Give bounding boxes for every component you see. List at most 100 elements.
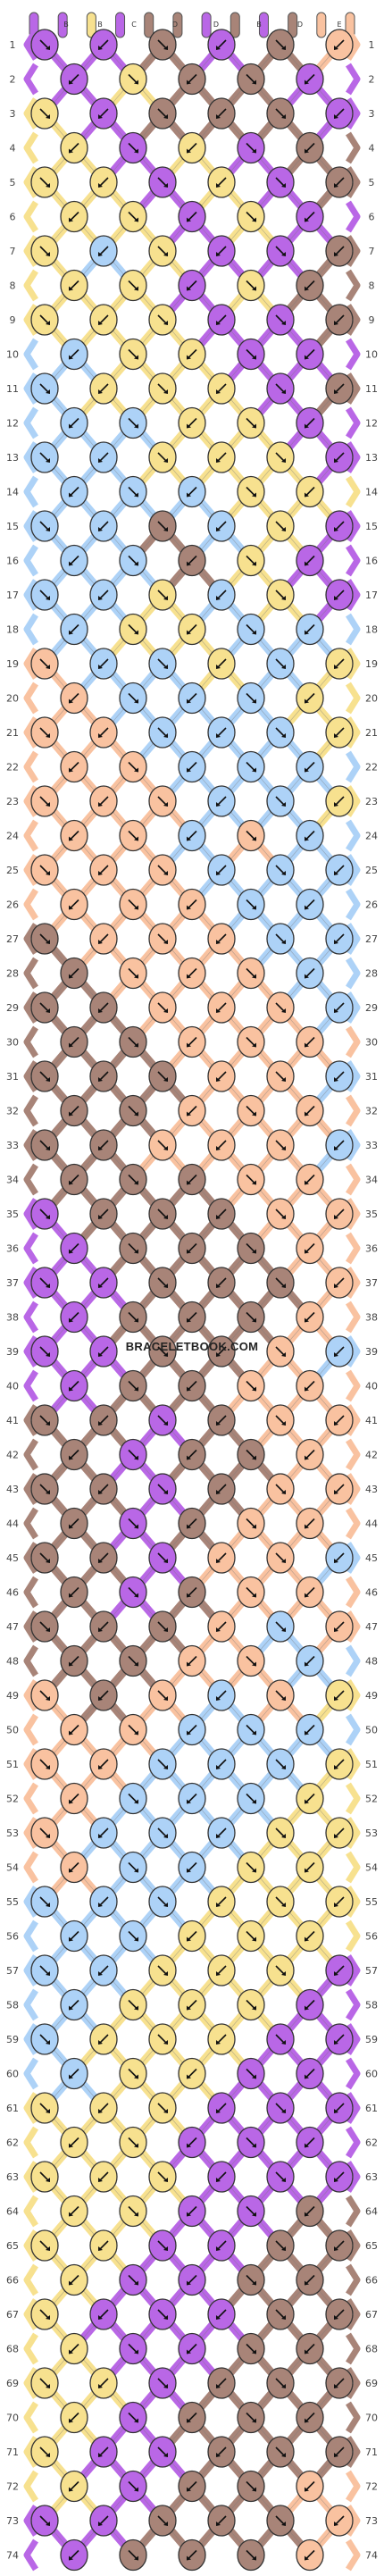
knot-arrowhead-icon <box>216 2315 221 2320</box>
knot-arrowhead-icon <box>134 2487 138 2492</box>
knot-arrowhead-icon <box>163 321 168 325</box>
row-number-left: 65 <box>6 2240 19 2252</box>
edge-right <box>346 854 361 886</box>
edge-left <box>23 957 38 990</box>
knot-arrowhead-icon <box>163 665 168 669</box>
knot-arrowhead-icon <box>163 2384 168 2388</box>
knot-arrowhead-icon <box>134 2280 138 2286</box>
knot-arrowhead-icon <box>98 1834 103 1838</box>
row-number-left: 55 <box>6 1896 19 1908</box>
knot-arrowhead-icon <box>334 1284 338 1288</box>
knot-arrowhead-icon <box>163 252 168 256</box>
knot-arrowhead-icon <box>305 1111 309 1117</box>
knot-arrowhead-icon <box>187 561 191 566</box>
knot-arrowhead-icon <box>69 217 73 222</box>
edge-right <box>346 131 361 164</box>
knot-arrowhead-icon <box>98 1146 103 1150</box>
edge-right <box>346 2229 361 2262</box>
row-number-left: 59 <box>6 2034 19 2045</box>
watermark-text: BRACELETBOOK.COM <box>126 1340 259 1353</box>
row-number-left: 37 <box>6 1277 19 1289</box>
edge-left <box>23 1473 38 1505</box>
knot-arrowhead-icon <box>187 767 191 773</box>
strand-label: B <box>256 21 262 29</box>
knot-arrowhead-icon <box>98 1765 103 1769</box>
knot-arrowhead-icon <box>69 2280 73 2286</box>
knot-arrowhead-icon <box>46 1903 50 1907</box>
row-number-right: 68 <box>365 2344 378 2355</box>
row-number-right: 20 <box>365 693 378 705</box>
row-number-left: 70 <box>6 2413 19 2424</box>
knot-arrowhead-icon <box>69 492 73 498</box>
knot-arrowhead-icon <box>281 2109 286 2113</box>
row-number-right: 67 <box>365 2309 378 2321</box>
knot-arrowhead-icon <box>305 767 309 773</box>
knot-arrowhead-icon <box>98 940 103 944</box>
edge-left <box>23 2195 38 2228</box>
row-number-left: 23 <box>6 796 19 807</box>
knot-arrowhead-icon <box>216 1627 221 1632</box>
row-number-right: 71 <box>365 2446 378 2458</box>
knot-arrowhead-icon <box>281 2522 286 2526</box>
row-number-right: 54 <box>365 1862 378 1874</box>
edge-right <box>346 235 361 267</box>
row-number-left: 63 <box>6 2171 19 2183</box>
row-number-right: 43 <box>365 1484 378 1495</box>
knot-arrowhead-icon <box>305 561 309 566</box>
knot-arrowhead-icon <box>281 1696 286 1701</box>
knot-arrowhead-icon <box>46 458 50 463</box>
knot-arrowhead-icon <box>334 458 338 463</box>
knot-arrowhead-icon <box>163 1627 168 1632</box>
row-number-right: 73 <box>365 2515 378 2527</box>
knot-arrowhead-icon <box>216 1421 221 1426</box>
edge-right <box>346 338 361 371</box>
knot-arrowhead-icon <box>163 733 168 738</box>
knot-arrowhead-icon <box>334 733 338 738</box>
edge-right <box>346 750 361 783</box>
knot-arrowhead-icon <box>98 1352 103 1357</box>
knot-arrowhead-icon <box>98 1284 103 1288</box>
row-number-left: 56 <box>6 1931 19 1943</box>
knot-arrowhead-icon <box>305 148 309 154</box>
knot-arrowhead-icon <box>305 355 309 360</box>
knot-arrowhead-icon <box>134 2074 138 2079</box>
knot-arrowhead-icon <box>46 527 50 531</box>
knot-arrowhead-icon <box>252 492 256 498</box>
knot-arrowhead-icon <box>252 1317 256 1323</box>
knot-arrowhead-icon <box>69 630 73 635</box>
edge-left <box>23 2161 38 2193</box>
knot-arrowhead-icon <box>69 2349 73 2354</box>
edge-right <box>346 1542 361 1574</box>
knot-arrowhead-icon <box>216 1215 221 1219</box>
row-number-left: 11 <box>6 383 19 395</box>
row-number-left: 33 <box>6 1140 19 1151</box>
knot-arrowhead-icon <box>334 1627 338 1632</box>
knot-arrowhead-icon <box>281 871 286 875</box>
edge-left <box>23 991 38 1024</box>
edge-right <box>346 2263 361 2296</box>
strand-start <box>316 12 327 38</box>
knot-arrowhead-icon <box>305 2143 309 2148</box>
knot-arrowhead-icon <box>305 492 309 498</box>
knot-arrowhead-icon <box>305 2074 309 2079</box>
row-number-right: 39 <box>365 1346 378 1358</box>
knot-arrowhead-icon <box>46 2040 50 2045</box>
row-number-left: 43 <box>6 1484 19 1495</box>
knot-arrowhead-icon <box>98 596 103 600</box>
knot-arrowhead-icon <box>216 2040 221 2045</box>
knot-arrowhead-icon <box>134 1455 138 1460</box>
knot-arrowhead-icon <box>334 1077 338 1082</box>
edge-right <box>346 1644 361 1677</box>
knot-arrowhead-icon <box>98 2246 103 2251</box>
knot-arrowhead-icon <box>134 423 138 429</box>
row-number-right: 60 <box>365 2069 378 2080</box>
edge-right <box>346 2505 361 2537</box>
edge-right <box>346 2332 361 2365</box>
knot-arrowhead-icon <box>98 527 103 531</box>
knot-arrowhead-icon <box>69 148 73 154</box>
knot-arrowhead-icon <box>134 1799 138 1804</box>
knot-arrowhead-icon <box>46 2384 50 2388</box>
knot-arrowhead-icon <box>216 1352 221 1357</box>
row-number-left: 32 <box>6 1106 19 1117</box>
